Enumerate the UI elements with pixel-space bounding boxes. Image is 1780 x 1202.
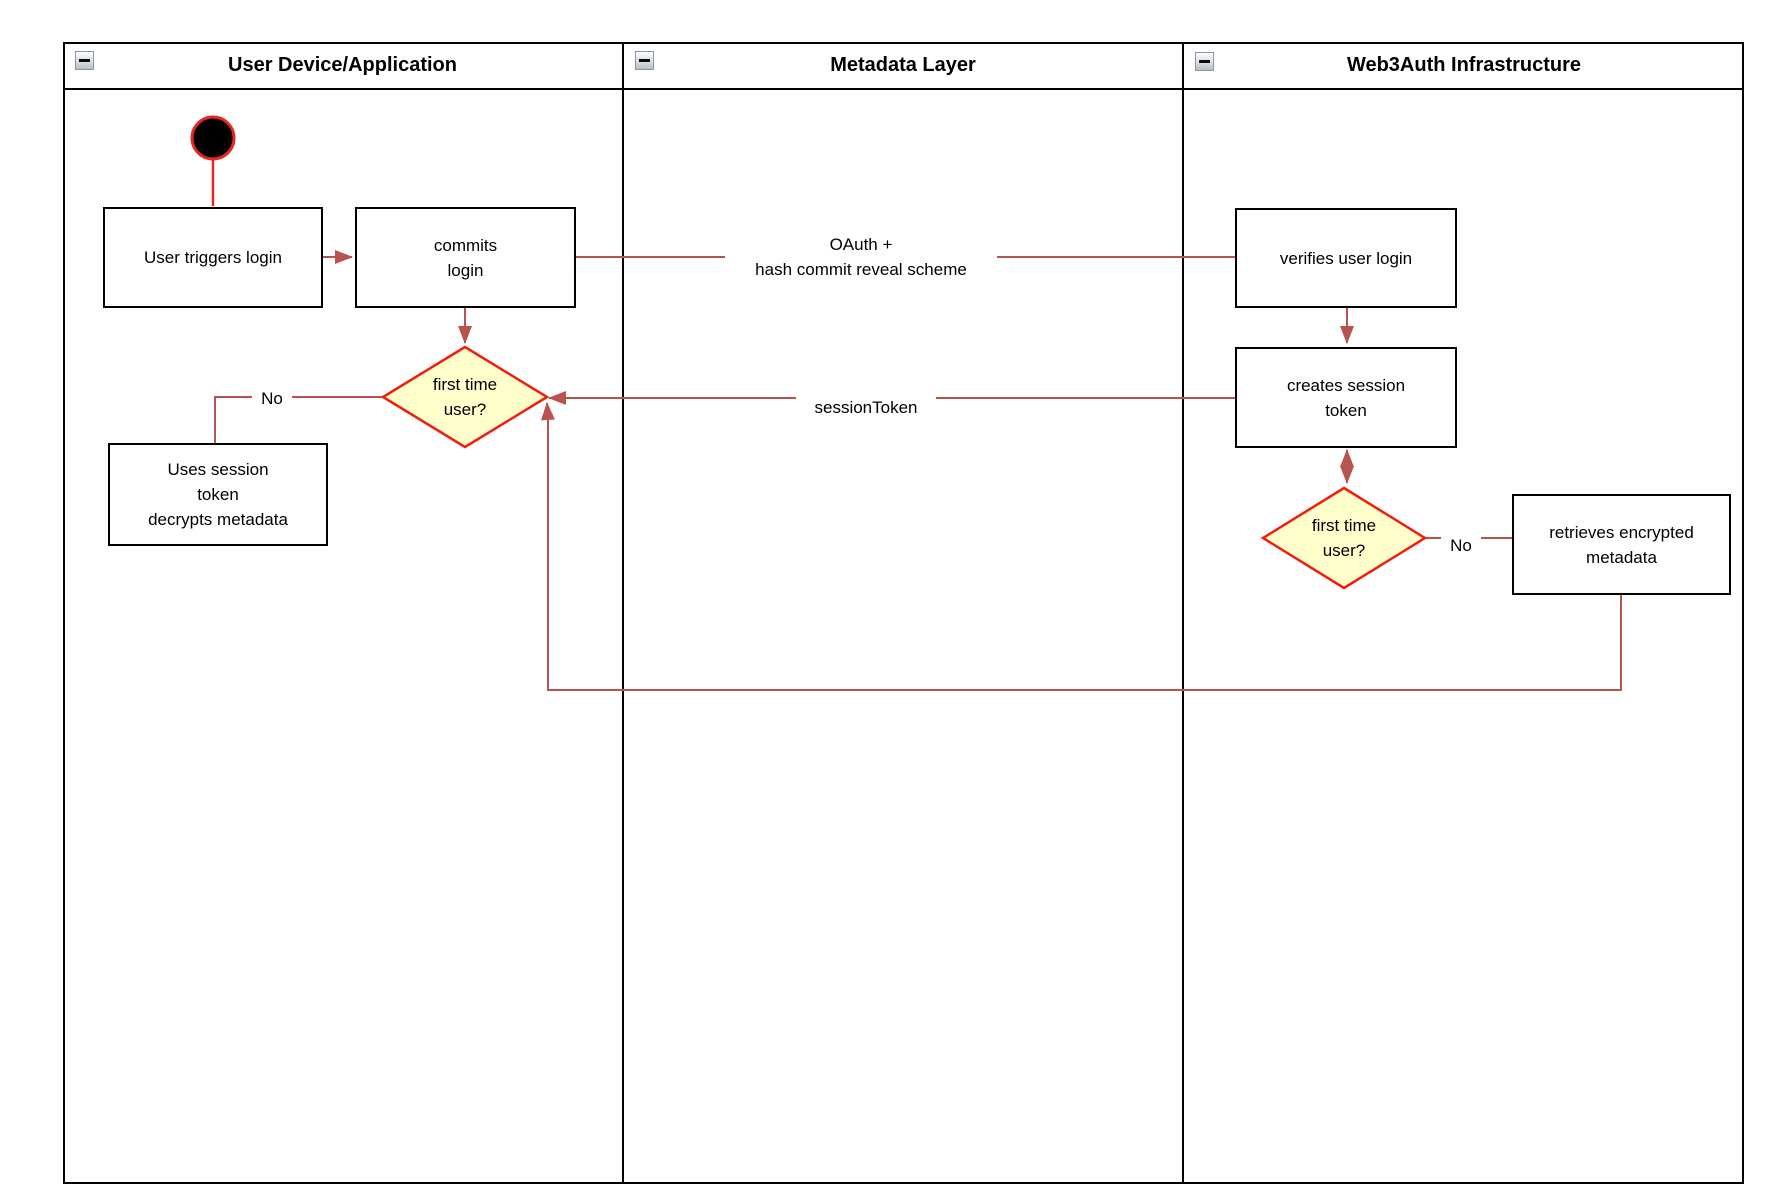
collapse-lane-web3auth-button[interactable]: [1195, 52, 1214, 71]
edge-label-no-infra: No: [1441, 534, 1481, 556]
minus-icon: [79, 59, 90, 62]
decision-label-first-time-user-infra: first time user?: [1311, 516, 1377, 560]
lane-title-metadata-layer: Metadata Layer: [830, 53, 976, 76]
collapse-lane-user-device-button[interactable]: [75, 51, 94, 70]
node-verifies-user-login: verifies user login: [1235, 208, 1457, 308]
lane-divider-1: [622, 42, 624, 1184]
decision-first-time-user-infra: [1260, 486, 1428, 590]
decision-first-time-user-device: [380, 345, 550, 449]
start-node: [190, 115, 236, 161]
lane-title-web3auth-infrastructure: Web3Auth Infrastructure: [1346, 53, 1582, 76]
edge-label-session-token: sessionToken: [796, 396, 936, 418]
lane-divider-2: [1182, 42, 1184, 1184]
edge-label-no-device: No: [252, 388, 292, 408]
edge-label-oauth-hash-commit: OAuth + hash commit reveal scheme: [725, 232, 997, 282]
minus-icon: [1199, 60, 1210, 63]
node-commits-login: commits login: [355, 207, 576, 308]
collapse-lane-metadata-layer-button[interactable]: [635, 51, 654, 70]
node-creates-session-token: creates session token: [1235, 347, 1457, 448]
edge-retrieves-feedback-to-decision: [541, 402, 1622, 691]
node-uses-session-token: Uses session token decrypts metadata: [108, 443, 328, 546]
node-user-triggers-login: User triggers login: [103, 207, 323, 308]
decision-label-first-time-user-device: first time user?: [432, 375, 498, 419]
lane-title-user-device: User Device/Application: [228, 53, 457, 76]
edge-decision-no-to-uses-session: [214, 396, 383, 443]
node-retrieves-encrypted-metadata: retrieves encrypted metadata: [1512, 494, 1731, 595]
minus-icon: [639, 59, 650, 62]
lane-header-separator: [63, 88, 1744, 90]
